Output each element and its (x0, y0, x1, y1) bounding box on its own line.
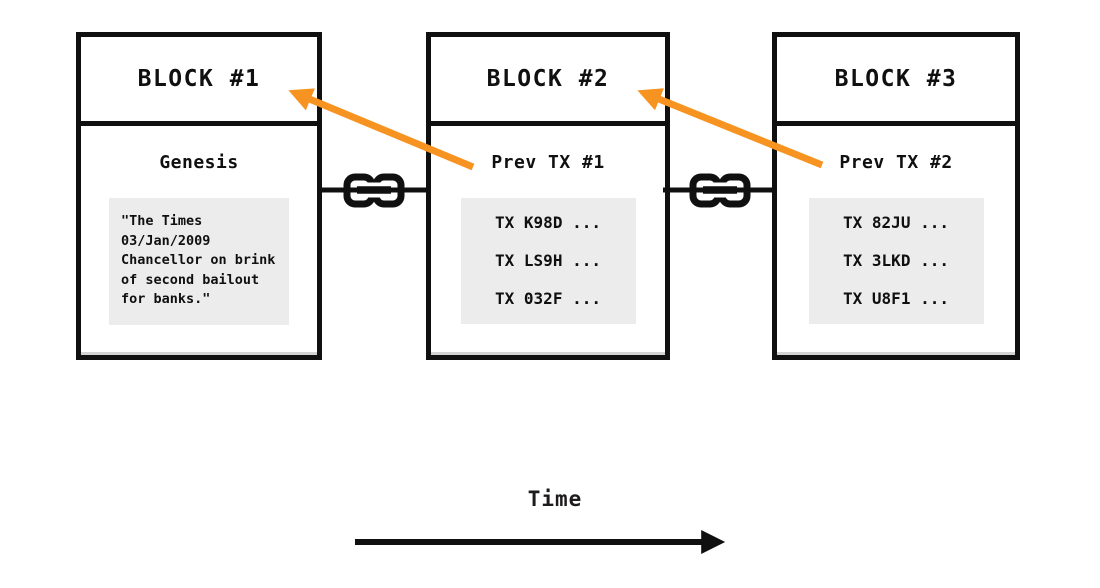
block-2-body: Prev TX #1 TX K98D ... TX LS9H ... TX 03… (431, 126, 665, 355)
block-inner-shadow (431, 352, 665, 355)
block-2: BLOCK #2 Prev TX #1 TX K98D ... TX LS9H … (426, 32, 670, 360)
genesis-note-line: "The Times (121, 213, 203, 229)
block-1: BLOCK #1 Genesis "The Times 03/Jan/2009 … (76, 32, 322, 360)
block-3-title: BLOCK #3 (777, 37, 1015, 126)
genesis-note-line: for banks." (121, 291, 211, 307)
chain-link-icon (663, 173, 777, 208)
block-1-body: Genesis "The Times 03/Jan/2009 Chancello… (81, 126, 317, 355)
block-3: BLOCK #3 Prev TX #2 TX 82JU ... TX 3LKD … (772, 32, 1020, 360)
block-inner-shadow (777, 352, 1015, 355)
tx-item: TX K98D ... (495, 213, 601, 232)
block-2-tx-panel: TX K98D ... TX LS9H ... TX 032F ... (460, 198, 636, 324)
chain-link-icon (317, 173, 431, 208)
block-3-subtitle: Prev TX #2 (839, 152, 953, 173)
block-2-subtitle: Prev TX #1 (491, 152, 605, 173)
tx-item: TX 82JU ... (843, 213, 949, 232)
block-inner-shadow (81, 352, 317, 355)
genesis-note-line: 03/Jan/2009 (121, 232, 211, 249)
time-label: Time (527, 487, 583, 511)
genesis-note-line: Chancellor on brink (121, 252, 276, 268)
tx-item: TX 032F ... (495, 289, 601, 308)
block-3-body: Prev TX #2 TX 82JU ... TX 3LKD ... TX U8… (777, 126, 1015, 355)
genesis-note-panel: "The Times 03/Jan/2009 Chancellor on bri… (109, 198, 289, 325)
genesis-note-line: of second bailout (121, 271, 260, 288)
block-2-title: BLOCK #2 (431, 37, 665, 126)
tx-item: TX LS9H ... (495, 251, 601, 270)
block-1-title: BLOCK #1 (81, 37, 317, 126)
block-3-tx-panel: TX 82JU ... TX 3LKD ... TX U8F1 ... (808, 198, 984, 324)
tx-item: TX 3LKD ... (843, 251, 949, 270)
block-1-subtitle: Genesis (159, 152, 239, 173)
tx-item: TX U8F1 ... (843, 289, 949, 308)
